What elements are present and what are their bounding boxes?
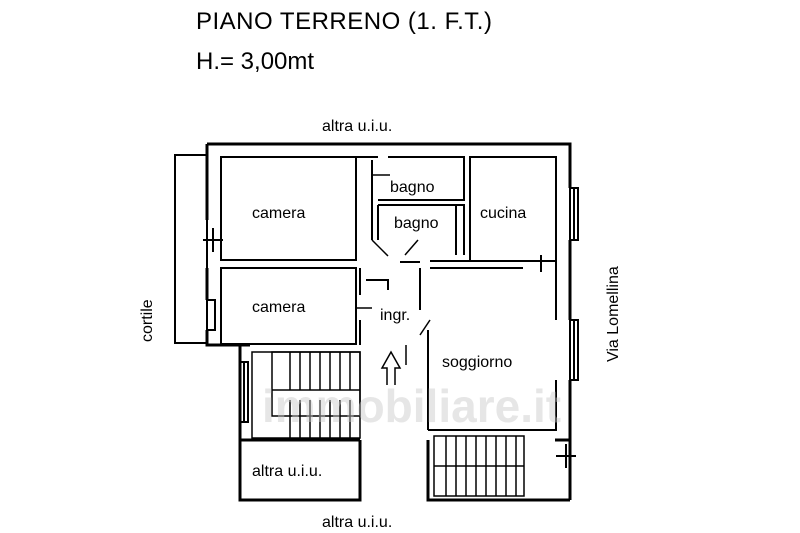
inner-walls xyxy=(220,156,557,431)
room-bagno-1: bagno xyxy=(390,179,435,196)
label-street: Via Lomellina xyxy=(605,266,622,362)
label-inner-neighbor: altra u.i.u. xyxy=(252,463,322,480)
windows xyxy=(203,187,579,468)
room-camera-top: camera xyxy=(252,205,305,222)
plan-title: PIANO TERRENO (1. F.T.) xyxy=(196,8,493,35)
room-ingresso: ingr. xyxy=(380,307,410,324)
room-soggiorno: soggiorno xyxy=(442,354,512,371)
room-camera-bottom: camera xyxy=(252,299,305,316)
label-top-neighbor: altra u.i.u. xyxy=(322,118,392,135)
plan-height: H.= 3,00mt xyxy=(196,48,315,75)
label-bottom-neighbor: altra u.i.u. xyxy=(322,514,392,531)
staircase-right xyxy=(433,435,525,497)
courtyard-balcony xyxy=(174,154,208,344)
staircase-left xyxy=(251,351,361,439)
room-bagno-2: bagno xyxy=(394,215,439,232)
room-cucina: cucina xyxy=(480,205,526,222)
door-symbols xyxy=(356,174,431,365)
label-cortile: cortile xyxy=(139,299,156,342)
entrance-arrow-icon xyxy=(380,350,402,385)
watermark: immobiliare.it xyxy=(262,380,561,432)
